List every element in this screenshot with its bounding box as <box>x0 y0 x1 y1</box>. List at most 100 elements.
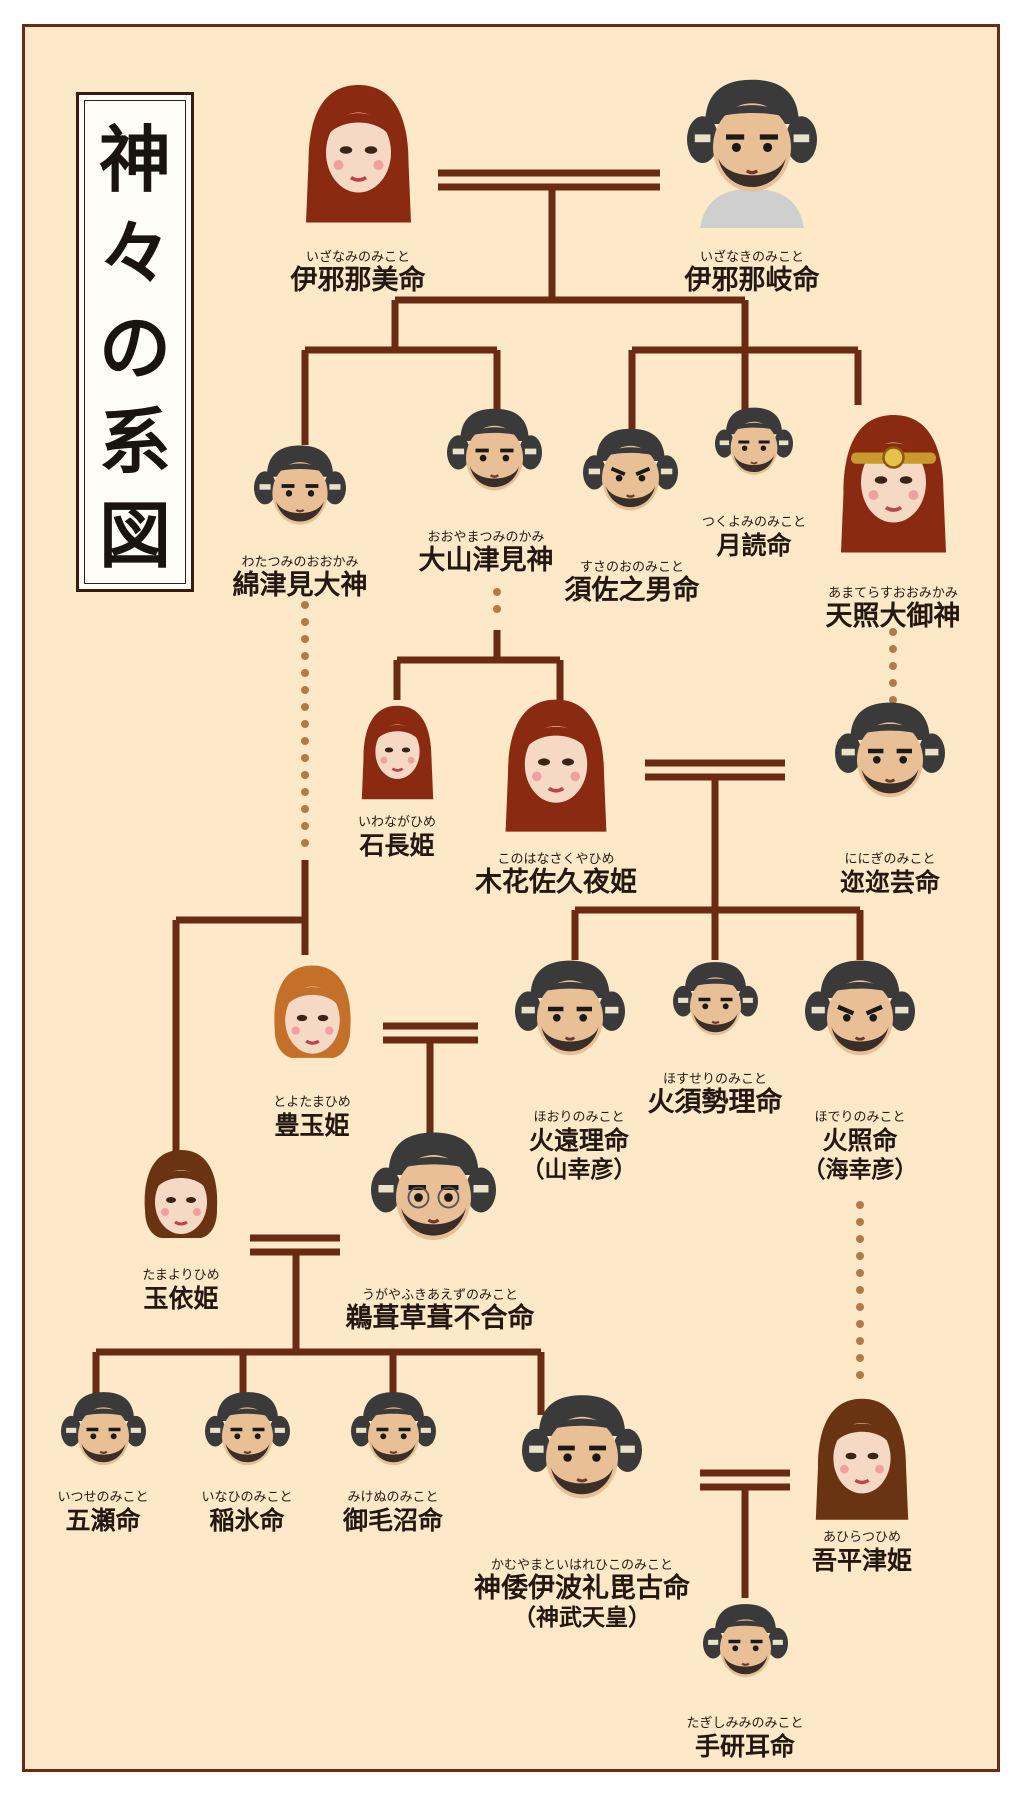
marriage-line <box>438 169 660 177</box>
deity-alias: （海幸彦） <box>802 1156 918 1183</box>
deity-name: 吾平津姫 <box>811 1546 913 1575</box>
portrait-inahi <box>204 1387 290 1489</box>
descent-dot <box>301 771 309 779</box>
portrait-tamayori <box>131 1140 231 1260</box>
lineage-line <box>711 910 719 960</box>
descent-dot <box>301 805 309 813</box>
descent-dot <box>301 737 309 745</box>
label-amaterasu: あまてらすおおみかみ天照大御神 <box>826 586 961 632</box>
lineage-line <box>239 1352 247 1395</box>
deity-name: 石長姫 <box>359 831 435 860</box>
lineage-line <box>301 350 309 445</box>
descent-dot <box>856 1218 864 1226</box>
portrait-hosuseri <box>672 957 758 1059</box>
descent-dot <box>301 788 309 796</box>
lineage-line <box>741 300 749 350</box>
portrait-izanagi <box>687 72 817 228</box>
portrait-ninigi <box>835 696 945 828</box>
descent-dot <box>301 652 309 660</box>
kana-reading: いざなみのみこと <box>305 250 410 265</box>
kana-reading: このはなさくやひめ <box>497 852 615 867</box>
descent-dot <box>856 1235 864 1243</box>
lineage-line <box>741 1487 749 1598</box>
kana-reading: ほすせりのみこと <box>662 1072 767 1087</box>
deity-name: 迩迩芸命 <box>839 868 941 897</box>
descent-dot <box>856 1354 864 1362</box>
lineage-line <box>571 910 579 960</box>
lineage-line <box>395 296 745 304</box>
chart-title: 神々の系図 <box>98 117 171 578</box>
kana-reading: たぎしみみのみこと <box>686 1716 804 1731</box>
portrait-izanami <box>296 75 421 225</box>
descent-dot <box>301 669 309 677</box>
portrait-susanoo <box>582 423 678 537</box>
label-tamayori: たまよりひめ玉依姫 <box>142 1268 219 1314</box>
label-toyotama: とよたまひめ豊玉姫 <box>273 1095 351 1141</box>
descent-dot <box>889 628 897 636</box>
deity-name: 玉依姫 <box>143 1284 219 1313</box>
descent-dot <box>889 645 897 653</box>
descent-dot <box>856 1371 864 1379</box>
portrait-itsuse <box>60 1387 146 1489</box>
kana-reading: いなひのみこと <box>201 1490 293 1505</box>
label-konohana: このはなさくやひめ木花佐久夜姫 <box>475 852 637 898</box>
descent-dot <box>856 1303 864 1311</box>
kana-reading: わたつみのおおかみ <box>241 555 359 570</box>
portrait-tagishimimi <box>702 1599 788 1701</box>
kana-reading: おおやまつみのかみ <box>427 530 545 545</box>
lineage-line <box>172 920 180 1160</box>
deity-name: 手研耳命 <box>694 1732 796 1761</box>
portrait-amaterasu <box>831 405 956 555</box>
deity-alias: （山幸彦） <box>521 1156 637 1183</box>
marriage-line <box>383 1022 478 1030</box>
lineage-line <box>856 910 864 960</box>
deity-name: 神倭伊波礼毘古命 <box>474 1573 690 1604</box>
lineage-line <box>397 656 560 664</box>
portrait-konohana <box>496 690 616 834</box>
label-itsuse: いつせのみこと五瀬命 <box>57 1490 148 1536</box>
label-tagishimimi: たぎしみみのみこと手研耳命 <box>686 1716 803 1762</box>
deity-alias: （神武天皇） <box>513 1604 651 1631</box>
lineage-line <box>548 187 556 300</box>
descent-dot <box>856 1201 864 1209</box>
deity-name: 天照大御神 <box>825 601 961 632</box>
deity-name: 伊邪那美命 <box>290 265 426 296</box>
descent-dot <box>889 662 897 670</box>
portrait-hoori <box>515 954 625 1086</box>
kana-reading: いわながひめ <box>357 815 437 830</box>
descent-dot <box>856 1286 864 1294</box>
marriage-line <box>645 759 785 767</box>
lineage-line <box>556 660 564 700</box>
portrait-tsukuyomi <box>715 403 793 497</box>
portrait-toyotama <box>260 955 365 1081</box>
marriage-line <box>700 1469 790 1477</box>
label-iwanaga: いわながひめ石長姫 <box>358 815 436 861</box>
lineage-line <box>393 660 401 700</box>
descent-dot <box>301 618 309 626</box>
lineage-line <box>628 350 636 440</box>
descent-dot <box>856 1269 864 1277</box>
label-hosuseri: ほすせりのみこと火須勢理命 <box>648 1072 783 1118</box>
portrait-ooyamatsumi <box>446 403 542 517</box>
lineage-line <box>711 777 719 910</box>
lineage-line <box>301 860 309 955</box>
kana-reading: ほでりのみこと <box>814 1110 906 1125</box>
title-box: 神々の系図 <box>76 92 194 592</box>
marriage-line <box>250 1234 340 1242</box>
deity-name: 火遠理命 <box>528 1126 629 1155</box>
label-watatsumi: わたつみのおおかみ綿津見大神 <box>233 555 368 601</box>
deity-name: 稲氷命 <box>209 1506 285 1535</box>
deity-name: 御毛沼命 <box>342 1506 444 1535</box>
descent-dot <box>889 679 897 687</box>
portrait-watatsumi <box>254 440 346 550</box>
deity-name: 須佐之男命 <box>564 575 700 606</box>
deity-name: 鵜葺草葺不合命 <box>345 1303 535 1334</box>
label-mikenu: みけぬのみこと御毛沼命 <box>343 1490 443 1536</box>
lineage-line <box>854 350 862 405</box>
lineage-line <box>426 1040 434 1155</box>
lineage-line <box>537 1352 545 1415</box>
descent-dot <box>301 839 309 847</box>
lineage-line <box>305 346 497 354</box>
lineage-line <box>96 1348 541 1356</box>
